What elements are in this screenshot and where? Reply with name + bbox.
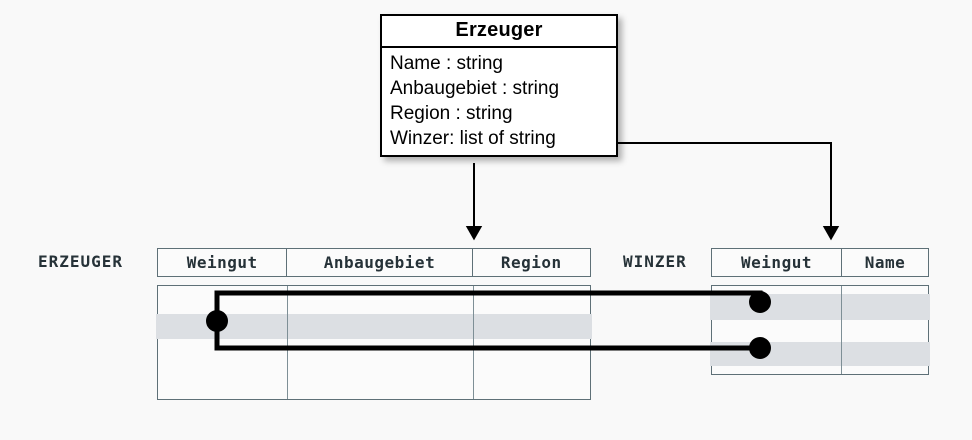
table-cell — [288, 286, 474, 314]
table-row[interactable] — [158, 286, 590, 314]
table-cell — [158, 339, 288, 367]
table-cell — [288, 339, 474, 367]
column-header-region: Region — [500, 253, 562, 272]
table-row[interactable] — [712, 320, 928, 342]
table-row[interactable] — [158, 367, 590, 399]
table-body-erzeuger — [156, 285, 592, 400]
uml-attribute-name: Name : string — [390, 53, 503, 74]
column-header-anbaugebiet: Anbaugebiet — [287, 249, 473, 276]
table-row[interactable] — [712, 286, 928, 294]
table-cell — [474, 339, 590, 367]
table-cell — [158, 314, 288, 339]
table-label-winzer: WINZER — [623, 252, 687, 271]
table-row[interactable] — [712, 366, 928, 374]
uml-attribute-list: Name : string Anbaugebiet : string Regio… — [382, 48, 616, 155]
column-header-weingut: Weingut — [158, 249, 288, 276]
arrow-winzer-attribute-to-winzer-table — [608, 142, 840, 241]
table-cell — [712, 320, 842, 342]
uml-attribute-region: Region : string — [390, 103, 513, 124]
table-header-winzer: Weingut Name — [711, 248, 929, 277]
table-cell — [712, 286, 842, 294]
column-header-weingut: Weingut — [712, 249, 842, 276]
table-cell — [474, 314, 590, 339]
table-row[interactable] — [710, 342, 930, 366]
table-cell — [842, 366, 928, 374]
table-cell — [474, 367, 590, 399]
table-cell — [288, 314, 474, 339]
table-cell — [158, 286, 288, 314]
table-cell — [158, 367, 288, 399]
table-row[interactable] — [710, 294, 930, 320]
table-row[interactable] — [158, 339, 590, 367]
table-cell — [474, 286, 590, 314]
table-cell — [712, 366, 842, 374]
table-cell — [842, 294, 928, 320]
uml-attribute-winzer: Winzer: list of string — [390, 128, 556, 149]
table-cell — [288, 367, 474, 399]
table-label-erzeuger: ERZEUGER — [38, 252, 124, 271]
table-cell — [842, 342, 928, 366]
column-header-name: Name — [864, 253, 906, 272]
table-body-winzer — [710, 285, 930, 375]
uml-attribute-anbaugebiet: Anbaugebiet : string — [390, 78, 560, 99]
table-header-erzeuger: Weingut Anbaugebiet Region — [157, 248, 591, 277]
uml-class-box-erzeuger: Erzeuger Name : string Anbaugebiet : str… — [380, 14, 618, 157]
table-cell — [712, 342, 842, 366]
table-cell — [842, 286, 928, 294]
table-row[interactable] — [156, 314, 592, 339]
table-cell — [712, 294, 842, 320]
table-cell — [842, 320, 928, 342]
uml-class-title: Erzeuger — [382, 16, 616, 48]
